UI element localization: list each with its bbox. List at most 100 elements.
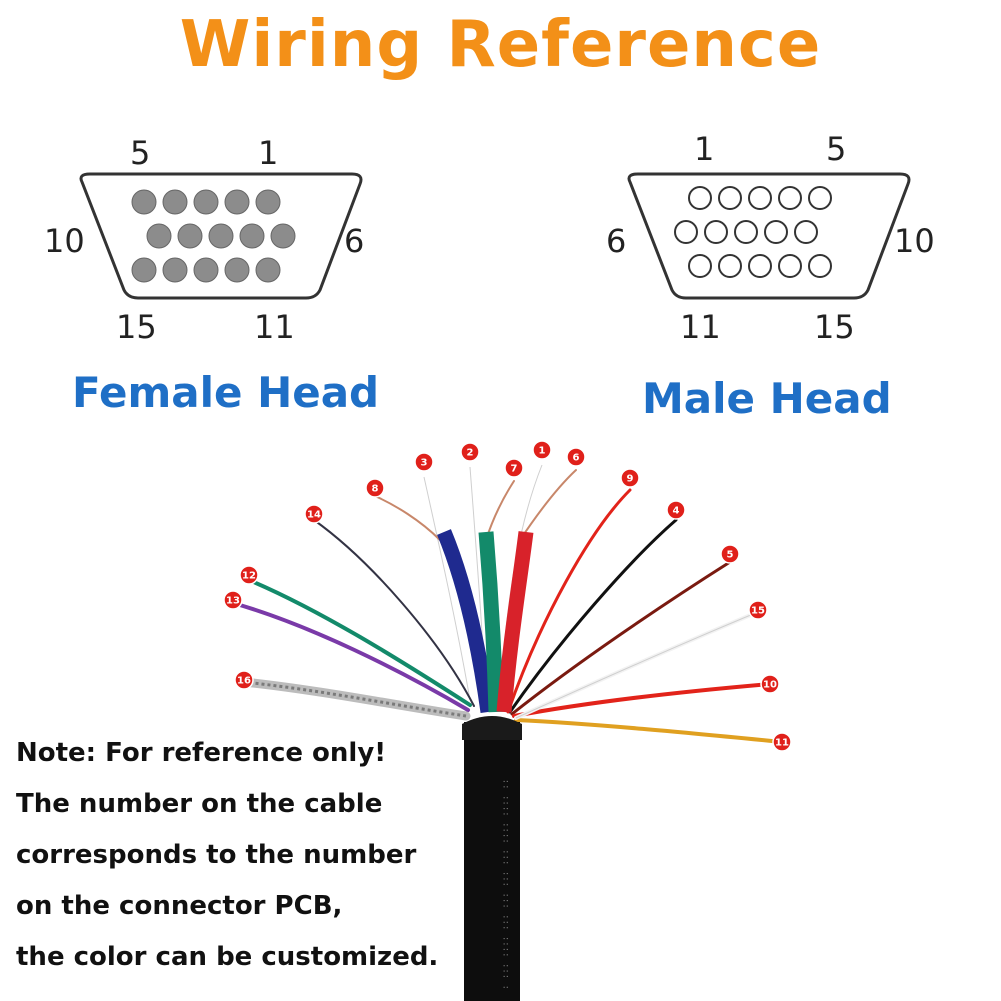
connector-pin [131, 257, 157, 283]
connector-pin [764, 220, 788, 244]
connector-pin [193, 189, 219, 215]
connector-pin [734, 220, 758, 244]
wire-15-outline [515, 611, 759, 719]
marker-dot [620, 468, 640, 488]
marker-number: 12 [242, 571, 256, 582]
marker-number: 6 [573, 453, 580, 464]
male-pin-label-15: 15 [814, 308, 855, 346]
connector-pin [794, 220, 818, 244]
connector-pin [778, 254, 802, 278]
wire-marker-4: 4 [666, 500, 686, 520]
connector-pin [224, 257, 250, 283]
connector-pin [270, 223, 296, 249]
wire-13 [231, 601, 470, 712]
wire-marker-12: 12 [239, 565, 259, 585]
connector-pin [718, 254, 742, 278]
connector-pin [688, 254, 712, 278]
marker-number: 4 [673, 506, 680, 517]
marker-dot [223, 590, 243, 610]
note-line: The number on the cable [16, 789, 383, 819]
wire-marker-8: 8 [365, 478, 385, 498]
male-pin-label-10: 10 [894, 222, 935, 260]
connector-pin [748, 186, 772, 210]
male-pin-label-6: 6 [606, 222, 627, 260]
wire-marker-11: 11 [772, 732, 792, 752]
wire-9 [506, 488, 632, 714]
connector-pin [255, 257, 281, 283]
cable-jacket: : ::: :::: ::: ::: ::: ::: :::: :::: :: [462, 716, 522, 1001]
marker-number: 15 [751, 606, 765, 617]
wire-marker-2: 2 [460, 442, 480, 462]
wire-marker-1: 1 [532, 440, 552, 460]
male-connector-diagram [627, 172, 911, 300]
sleeve-red [496, 531, 534, 713]
marker-dot [414, 452, 434, 472]
wire-14 [313, 519, 475, 707]
marker-number: 7 [511, 464, 518, 475]
marker-number: 3 [421, 458, 428, 469]
marker-number: 8 [372, 484, 379, 495]
wire-marker-9: 9 [620, 468, 640, 488]
connector-pin [748, 254, 772, 278]
wire-marker-7: 7 [504, 458, 524, 478]
male-pin-label-11: 11 [680, 308, 721, 346]
cable-wiring-diagram: : ::: :::: ::: ::: ::: ::: :::: :::: :: … [223, 440, 792, 1001]
wire-5 [510, 560, 732, 716]
female-pin-label-5: 5 [130, 134, 151, 172]
sleeve-green [478, 531, 504, 713]
connector-pin [255, 189, 281, 215]
marker-dot [532, 440, 552, 460]
note-line: the color can be customized. [16, 942, 439, 972]
marker-number: 5 [727, 550, 734, 561]
wire-marker-16: 16 [234, 670, 254, 690]
sleeve-blue [437, 529, 496, 714]
marker-number: 9 [627, 474, 634, 485]
wire-marker-15: 15 [748, 600, 768, 620]
connector-pin [162, 189, 188, 215]
connector-pin [718, 186, 742, 210]
cable-jacket-print: : ::: :::: ::: ::: ::: ::: :::: :::: :: [501, 779, 511, 990]
connector-pin [778, 186, 802, 210]
connector-pin [808, 186, 832, 210]
marker-dot [460, 442, 480, 462]
wire-6 [519, 469, 577, 541]
note-line: corresponds to the number [16, 840, 417, 870]
connector-pin [704, 220, 728, 244]
marker-dot [304, 504, 324, 524]
connector-pin [208, 223, 234, 249]
note-line: on the connector PCB, [16, 891, 343, 921]
wire-marker-6: 6 [566, 447, 586, 467]
connector-pin [146, 223, 172, 249]
wire-16-braid [243, 680, 467, 718]
marker-dot [239, 565, 259, 585]
female-pin-label-11: 11 [254, 308, 295, 346]
male-connector-shell [627, 172, 911, 300]
marker-dot [720, 544, 740, 564]
cable-jacket-body [464, 722, 520, 1001]
connector-pin [177, 223, 203, 249]
wire-3-outline [423, 476, 471, 701]
marker-dot [504, 458, 524, 478]
marker-dot [666, 500, 686, 520]
female-connector-shell [79, 172, 363, 300]
wire-10 [512, 682, 772, 718]
wire-marker-5: 5 [720, 544, 740, 564]
connector-pin [674, 220, 698, 244]
note-line: Note: For reference only! [16, 738, 387, 768]
wire-marker-13: 13 [223, 590, 243, 610]
marker-dot [760, 674, 780, 694]
wire-12 [247, 578, 472, 707]
wire-8 [374, 495, 441, 541]
connector-pin [193, 257, 219, 283]
reference-note: Note: For reference only! The number on … [16, 728, 456, 983]
marker-dot [234, 670, 254, 690]
female-pin-label-6: 6 [344, 222, 365, 260]
female-pins [131, 189, 296, 283]
male-pin-label-1: 1 [694, 130, 715, 168]
marker-dot [365, 478, 385, 498]
wire-11 [514, 718, 784, 744]
wire-marker-3: 3 [414, 452, 434, 472]
connector-pin [808, 254, 832, 278]
connector-pin [162, 257, 188, 283]
